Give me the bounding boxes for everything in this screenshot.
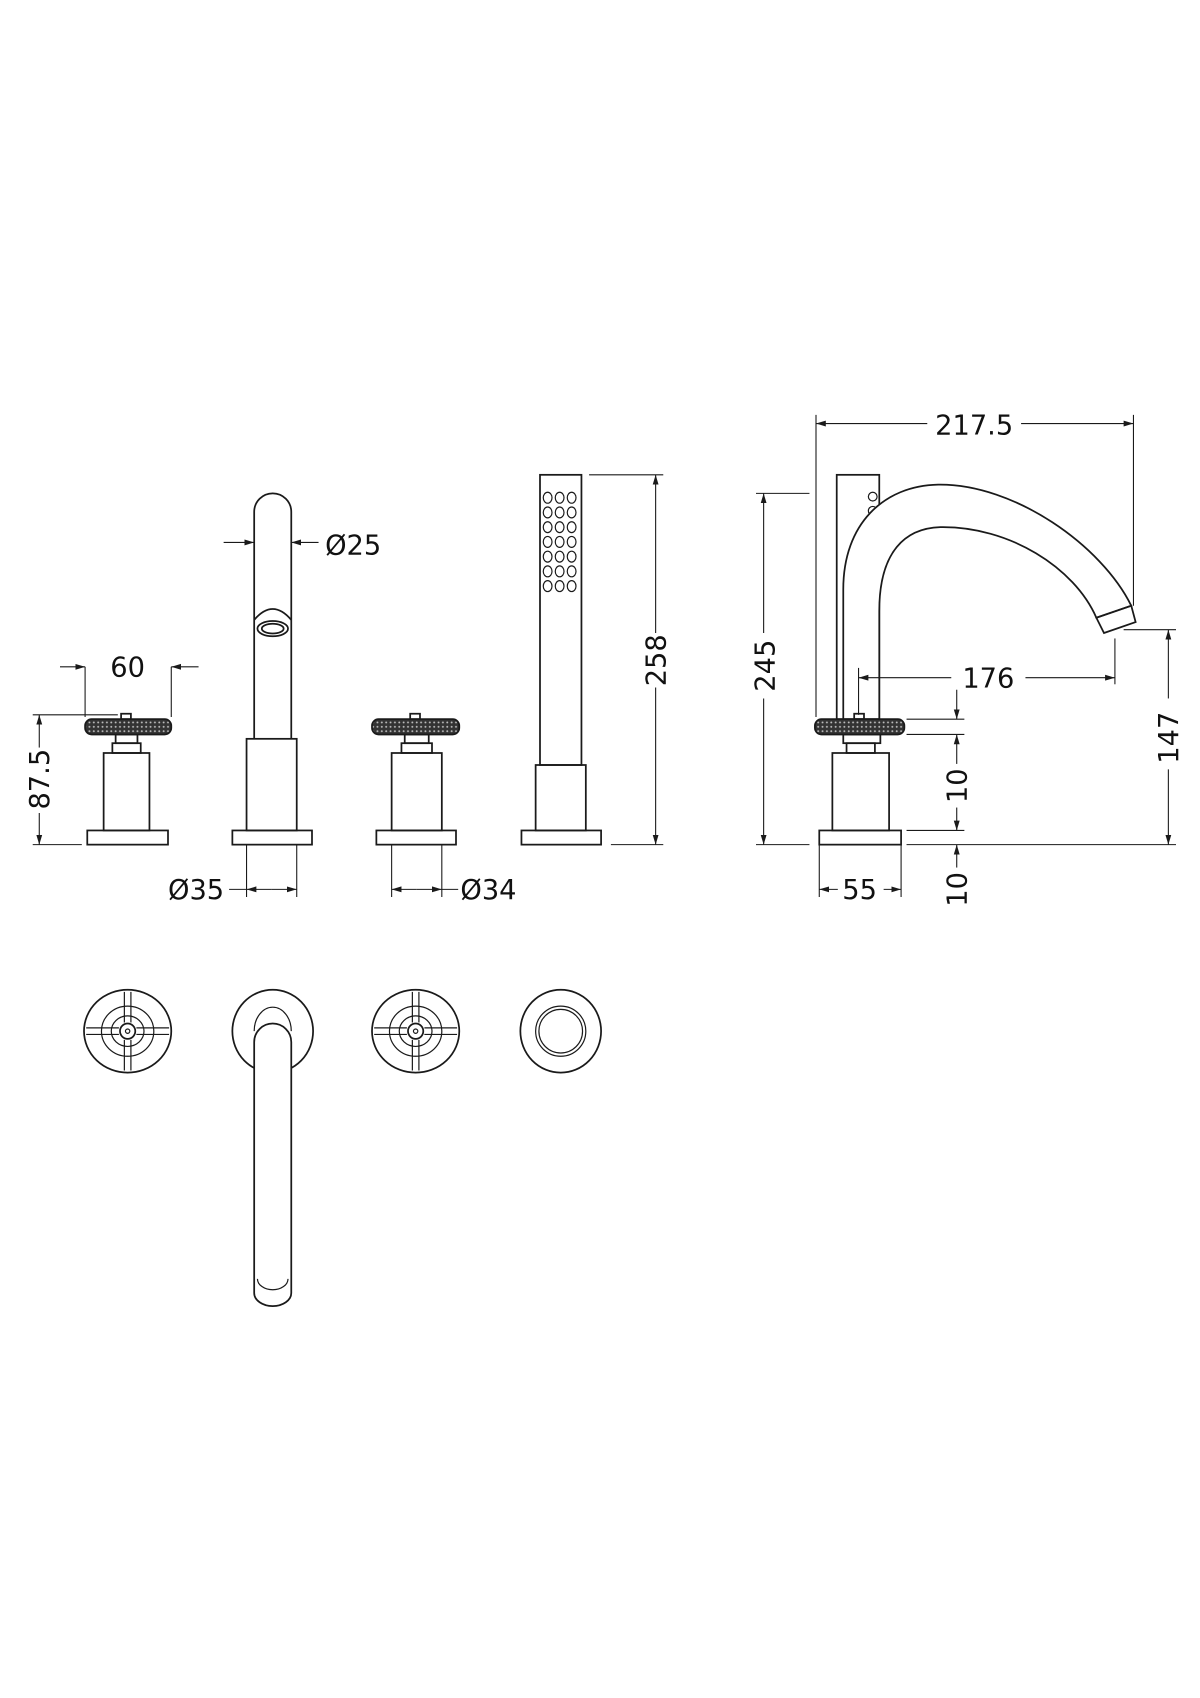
spout-plan-view [231,988,314,1307]
dimension-base-width: 55 [818,844,902,906]
dimension-handle-height: 87.5 [25,714,118,846]
spray-nozzle [566,550,577,563]
dimension-spout-reach-overall: 217.5 [815,410,1134,717]
spray-nozzles [542,491,577,593]
spray-nozzle [554,535,565,548]
dimension-label: Ø34 [460,875,516,906]
spray-nozzle [542,521,553,534]
spray-nozzle [542,580,553,593]
spray-nozzle [554,580,565,593]
spray-nozzle [566,506,577,519]
dimension-spout-height: 245 [751,492,810,846]
dimension-label: 10 [943,768,974,803]
spout-side-view [814,473,1137,846]
spray-nozzle [542,506,553,519]
right-handle-side-view [371,712,461,846]
spray-nozzle [566,521,577,534]
spray-nozzle [566,491,577,504]
dimension-handle-base-diameter: Ø34 [391,844,517,906]
left-handle-side-view [84,712,173,846]
dimension-label: 55 [842,875,877,906]
spray-nozzle [542,535,553,548]
handshower-plan-view [519,988,602,1074]
dimension-label: 10 [943,872,974,907]
handshower-side-view [520,473,602,846]
dimension-spout-base-diameter: Ø35 [168,844,298,906]
dimension-label: 60 [110,653,145,684]
dimension-label: 245 [751,640,782,692]
spray-nozzle [566,535,577,548]
dimension-spout-outlet-height: 147 [906,629,1185,846]
dimension-label: 258 [641,634,672,686]
dimension-spout-reach: 176 [857,638,1116,715]
spout-front-view [231,492,313,846]
spray-nozzle [554,565,565,578]
spray-nozzle [542,550,553,563]
dimension-handshower-height: 258 [589,474,672,846]
dimension-spout-tube-diameter: Ø25 [223,530,381,561]
dimension-base-thickness: 10 [906,807,974,907]
spray-nozzle [542,491,553,504]
spray-nozzle [554,491,565,504]
left-handle-plan-view [83,988,173,1074]
dimension-label: 87.5 [25,749,56,810]
dimension-label: Ø35 [168,875,224,906]
dimension-label: 147 [1154,712,1185,764]
spray-nozzle [554,506,565,519]
dimension-label: 217.5 [935,410,1013,441]
spray-nozzle [554,521,565,534]
spray-nozzle [542,565,553,578]
right-handle-plan-view [371,988,461,1074]
spray-nozzle [554,550,565,563]
dimension-handle-thickness: 10 [906,689,974,803]
dimension-label: 176 [962,664,1014,695]
dimension-label: Ø25 [325,530,381,561]
dimension-handle-width: 60 [59,653,199,717]
spray-nozzle [566,565,577,578]
spray-nozzle [566,580,577,593]
